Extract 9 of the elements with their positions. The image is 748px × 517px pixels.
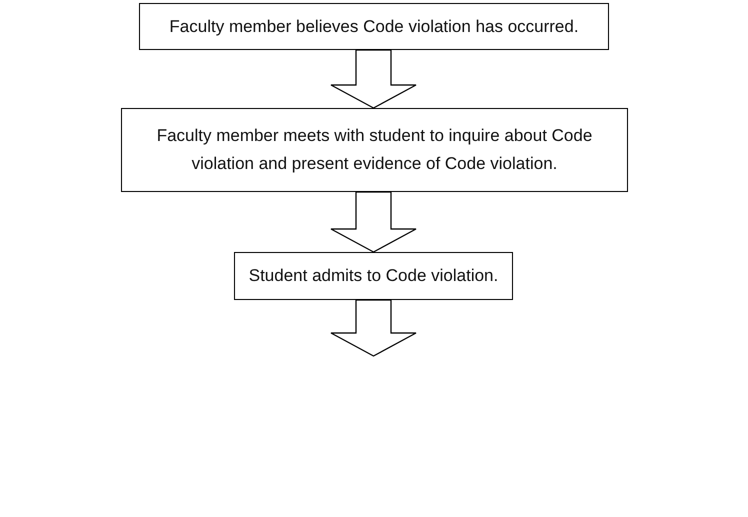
block-arrow	[330, 191, 417, 253]
step-text: Faculty member meets with student to inquire about Code violation and present evidence of Code violation.	[156, 125, 594, 175]
step-text: Student admits to Code violation.	[248, 265, 498, 287]
block-arrow	[330, 49, 417, 109]
process-box	[139, 3, 609, 50]
step-text: Faculty member believes Code violation has occurred.	[169, 16, 579, 38]
block-arrow	[330, 299, 417, 357]
process-box	[121, 108, 628, 192]
process-box	[234, 252, 513, 300]
